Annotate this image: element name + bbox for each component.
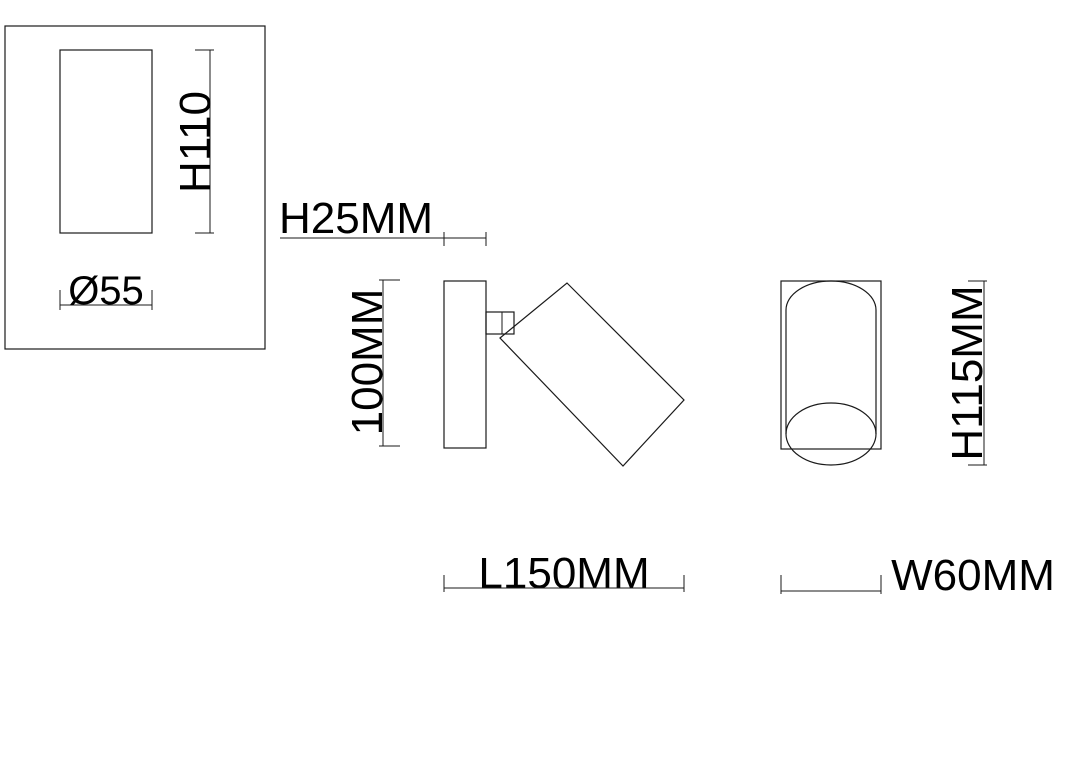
connector-arm (485, 311, 515, 335)
width-label: W60MM (891, 551, 1055, 600)
front-back-plate (780, 280, 882, 450)
wall-base-plate (443, 280, 487, 449)
box-outline (4, 25, 266, 350)
side-view: H25MM 100MM L150MM (279, 194, 685, 598)
head-height-label: H115MM (943, 285, 992, 460)
base-height-label: 100MM (343, 289, 392, 436)
base-height-dimension-line (379, 279, 400, 447)
length-label: L150MM (478, 549, 649, 598)
base-depth-label: H25MM (279, 194, 433, 243)
head-height-dimension-line (968, 280, 987, 466)
box-height-dimension-line (195, 49, 214, 234)
base-depth-dimension-line (280, 232, 487, 246)
box-inner-rect (59, 49, 153, 234)
box-diameter-label: Ø55 (68, 269, 144, 313)
width-dimension-line (780, 575, 882, 594)
tilted-lamp-head (499, 282, 685, 467)
box-height-label: H110 (171, 91, 220, 193)
box-diameter-dimension-line (59, 290, 153, 310)
cylinder-opening (785, 402, 877, 466)
front-view: H115MM W60MM (780, 280, 1055, 600)
cylinder-body (785, 280, 877, 434)
box-view: H110 Ø55 (4, 25, 266, 350)
length-dimension-line (443, 575, 685, 592)
